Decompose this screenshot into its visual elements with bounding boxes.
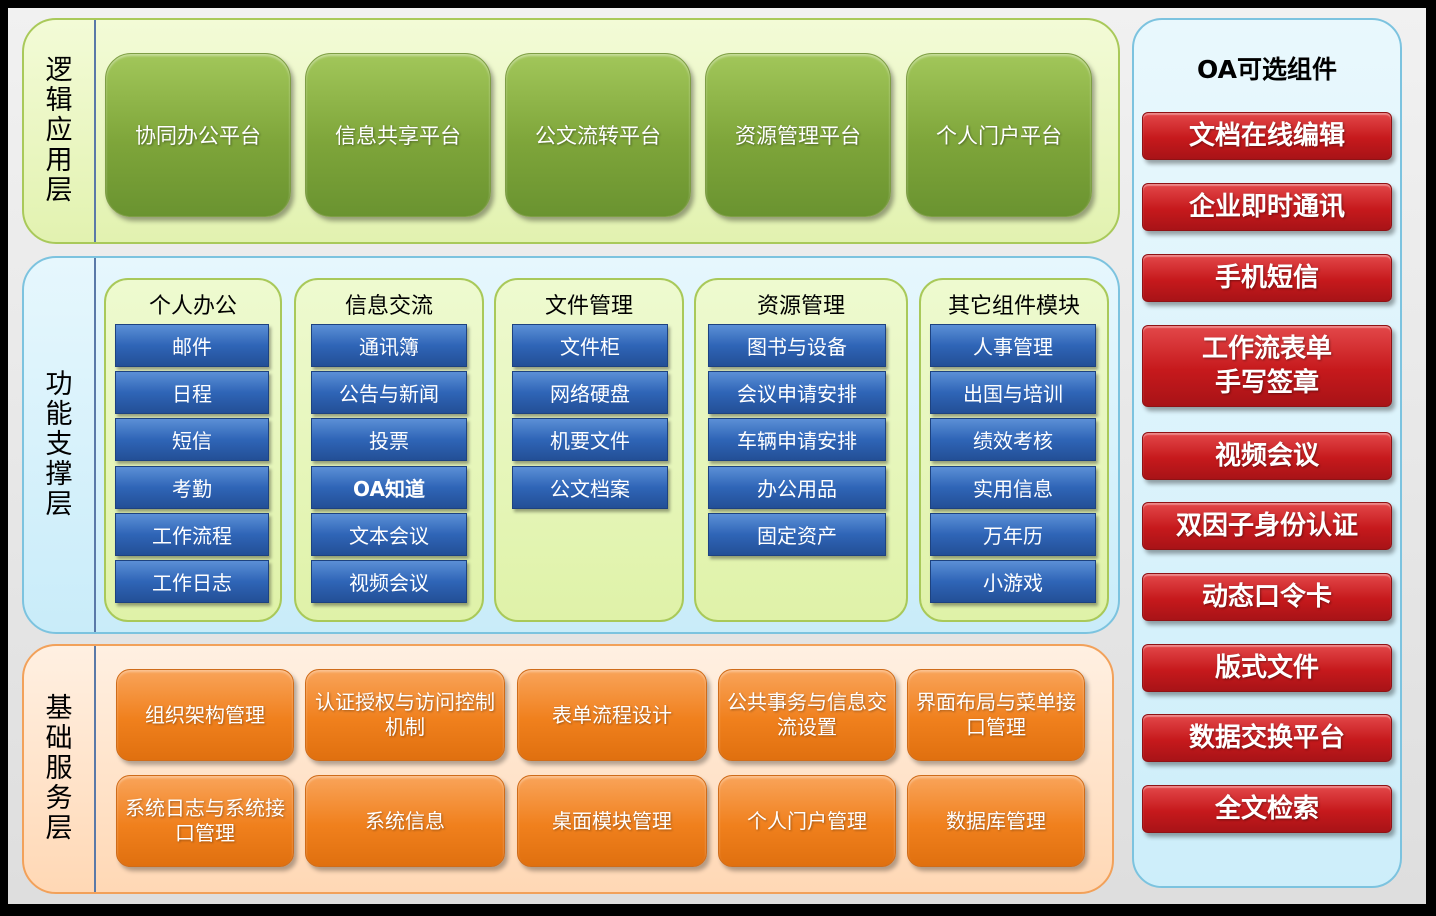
layer-title-logic: 逻辑应用层 [24,20,94,242]
layer-title-base: 基础服务层 [24,646,94,892]
platform-info-sharing[interactable]: 信息共享平台 [305,53,491,217]
function-item[interactable]: 网络硬盘 [512,371,668,414]
group-title: 个人办公 [148,294,237,319]
group-title: 信息交流 [344,294,433,319]
function-layer-title: 功能支撑层 [45,369,73,520]
function-item[interactable]: 绩效考核 [930,418,1096,461]
optional-item[interactable]: 动态口令卡 [1142,573,1392,621]
function-item[interactable]: 办公用品 [708,466,886,509]
function-item[interactable]: 短信 [115,418,269,461]
base-service-item[interactable]: 表单流程设计 [517,669,707,761]
function-item[interactable]: 固定资产 [708,513,886,556]
function-item[interactable]: 公告与新闻 [311,371,467,414]
function-item[interactable]: 公文档案 [512,466,668,509]
base-layer-title: 基础服务层 [45,693,73,844]
base-service-item[interactable]: 系统信息 [305,775,505,867]
function-item[interactable]: OA知道 [311,466,467,509]
function-item[interactable]: 图书与设备 [708,324,886,367]
function-item[interactable]: 会议申请安排 [708,371,886,414]
base-service-item[interactable]: 公共事务与信息交流设置 [718,669,896,761]
layer-divider [94,258,96,632]
optional-item[interactable]: 企业即时通讯 [1142,183,1392,231]
function-item[interactable]: 小游戏 [930,560,1096,603]
optional-item[interactable]: 全文检索 [1142,785,1392,833]
architecture-diagram: 逻辑应用层 协同办公平台 信息共享平台 公文流转平台 资源管理平台 个人门户平台… [8,8,1426,904]
platform-document-flow[interactable]: 公文流转平台 [505,53,691,217]
function-item[interactable]: 投票 [311,418,467,461]
function-item[interactable]: 出国与培训 [930,371,1096,414]
function-item[interactable]: 工作日志 [115,560,269,603]
logic-layer-title: 逻辑应用层 [45,55,73,206]
optional-item[interactable]: 数据交换平台 [1142,714,1392,762]
function-item[interactable]: 实用信息 [930,466,1096,509]
function-item[interactable]: 万年历 [930,513,1096,556]
function-item[interactable]: 视频会议 [311,560,467,603]
group-title: 其它组件模块 [947,294,1080,319]
layer-divider [94,20,96,242]
layer-divider [94,646,96,892]
base-service-item[interactable]: 认证授权与访问控制机制 [305,669,505,761]
function-item[interactable]: 文本会议 [311,513,467,556]
base-service-item[interactable]: 组织架构管理 [116,669,294,761]
function-item[interactable]: 通讯簿 [311,324,467,367]
function-item[interactable]: 邮件 [115,324,269,367]
function-item[interactable]: 人事管理 [930,324,1096,367]
platform-personal-portal[interactable]: 个人门户平台 [906,53,1092,217]
optional-item[interactable]: 文档在线编辑 [1142,112,1392,160]
layer-title-function: 功能支撑层 [24,258,94,632]
function-item[interactable]: 机要文件 [512,418,668,461]
optional-item[interactable]: 双因子身份认证 [1142,502,1392,550]
optional-item[interactable]: 版式文件 [1142,644,1392,692]
platform-collaboration[interactable]: 协同办公平台 [105,53,291,217]
function-item[interactable]: 车辆申请安排 [708,418,886,461]
function-item[interactable]: 文件柜 [512,324,668,367]
base-service-item[interactable]: 桌面模块管理 [517,775,707,867]
group-title: 资源管理 [756,294,845,319]
optional-item[interactable]: 手机短信 [1142,254,1392,302]
optional-item[interactable]: 视频会议 [1142,432,1392,480]
platform-resource[interactable]: 资源管理平台 [705,53,891,217]
function-item[interactable]: 考勤 [115,466,269,509]
group-title: 文件管理 [544,294,633,319]
base-service-item[interactable]: 个人门户管理 [718,775,896,867]
optional-item[interactable]: 工作流表单 手写签章 [1142,325,1392,407]
base-service-item[interactable]: 数据库管理 [907,775,1085,867]
base-service-item[interactable]: 界面布局与菜单接口管理 [907,669,1085,761]
base-service-item[interactable]: 系统日志与系统接口管理 [116,775,294,867]
function-item[interactable]: 工作流程 [115,513,269,556]
optional-components-title: OA可选组件 [1197,55,1337,84]
function-item[interactable]: 日程 [115,371,269,414]
